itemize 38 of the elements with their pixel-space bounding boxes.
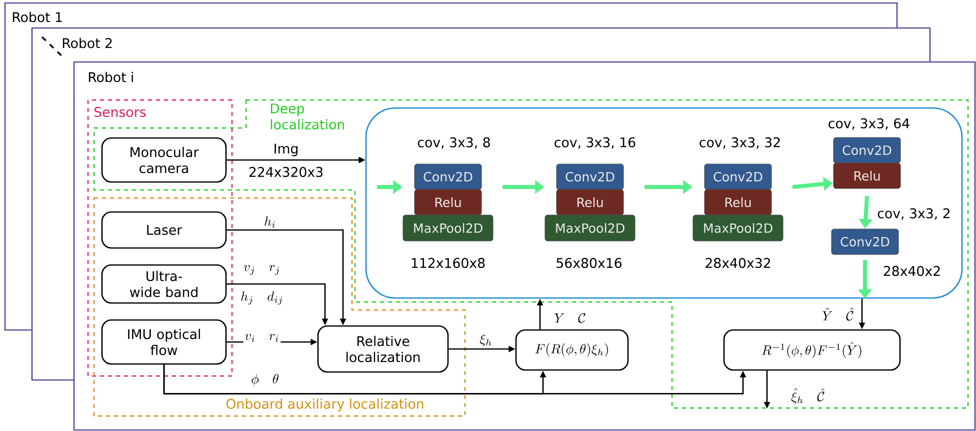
card-title: Robot 2 <box>62 38 112 48</box>
process-box: $R^{-1}(\phi,\theta)F^{-1}(\hat{Y})$ <box>723 329 901 371</box>
layer-caption: cov, 3x3, 64 <box>828 118 910 130</box>
network-box <box>365 107 963 299</box>
edge-label: $\hat{\xi}_h\quad\hat{\mathcal{C}}$ <box>790 386 826 405</box>
conv-layer-block: Conv2D <box>414 164 482 190</box>
card-title: Robot 1 <box>12 12 62 22</box>
edge-label: $\phi\quad\theta$ <box>250 372 280 388</box>
layer-caption: 28x40x32 <box>706 258 770 268</box>
layer-caption: cov, 3x3, 2 <box>878 208 950 220</box>
conv-layer-block: Conv2D <box>556 164 624 190</box>
group-title: Sensors <box>94 106 146 118</box>
signal-label: $h_j\quad d_{ij}$ <box>239 290 285 306</box>
relu-layer-block: Relu <box>833 162 901 189</box>
edge-label: $\xi_h$ <box>478 332 494 348</box>
layer-caption: cov, 3x3, 32 <box>700 137 780 149</box>
layer-caption: cov, 3x3, 8 <box>418 137 490 149</box>
edge-label: $v_j\quad r_j$ <box>242 264 282 276</box>
layer-caption: 56x80x16 <box>556 258 622 268</box>
signal-label: 224x320x3 <box>247 166 325 178</box>
process-box: $F(R(\phi,\theta)\xi_h)$ <box>515 329 629 371</box>
layer-caption: 28x40x2 <box>884 266 940 276</box>
maxpool-layer-block: MaxPool2D <box>544 214 636 242</box>
relu-layer-block: Relu <box>556 189 624 216</box>
process-box: Relative localization <box>317 325 449 373</box>
conv-layer-block: Conv2D <box>831 228 899 255</box>
maxpool-layer-block: MaxPool2D <box>692 214 784 242</box>
edge-label: $Y\quad \mathcal{C}$ <box>552 312 588 324</box>
relu-layer-block: Relu <box>414 189 482 216</box>
relu-layer-block: Relu <box>704 189 772 216</box>
conv-layer-block: Conv2D <box>704 164 772 190</box>
edge-label: $\hat{Y}\quad\hat{\mathcal{C}}$ <box>820 306 856 322</box>
edge-label: $h_i$ <box>262 215 278 229</box>
conv-layer-block: Conv2D <box>833 137 901 164</box>
card-title: Robot i <box>88 72 133 82</box>
maxpool-layer-block: MaxPool2D <box>402 214 494 242</box>
edge-label: Img <box>272 142 300 158</box>
layer-caption: cov, 3x3, 16 <box>554 137 636 149</box>
